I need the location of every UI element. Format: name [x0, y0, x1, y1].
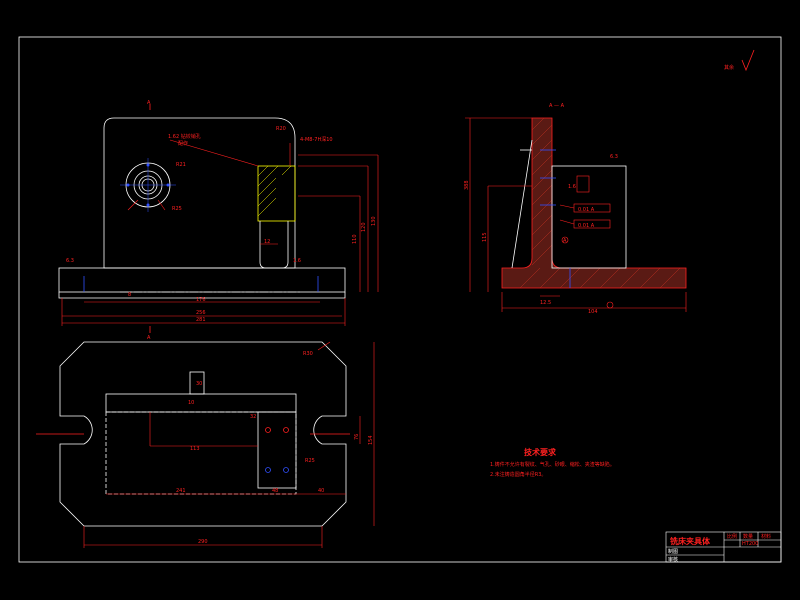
dim-r25c: R25 [305, 458, 315, 464]
surface-finish-symbol: 其余 [724, 49, 755, 72]
top-upright-plate [105, 393, 297, 413]
front-base [58, 267, 346, 293]
surface-finish-label: 其余 [724, 64, 734, 71]
dim-115: 115 [482, 232, 488, 242]
tol-0-01b: 0.01 A [578, 223, 595, 229]
dim-6-3b: 6.3 [610, 154, 618, 160]
title-block-r3: 审核 [668, 556, 678, 563]
title-block-r2: 制图 [668, 548, 678, 555]
dim-8: 8 [128, 292, 131, 298]
dim-r20: R20 [276, 126, 286, 132]
dim-12: 12 [264, 239, 270, 245]
tech-line-1: 1.铸件不允许有裂纹、气孔、砂眼、缩松、夹渣等缺陷。 [490, 461, 615, 468]
top-view [36, 341, 375, 548]
dim-113: 113 [190, 446, 200, 452]
dim-r21: R21 [176, 162, 186, 168]
dim-12-5: 12.5 [540, 300, 551, 306]
title-block-c4: HT200 [742, 541, 758, 547]
datum-a: A [563, 238, 567, 244]
dim-281: 281 [196, 317, 206, 323]
front-bracket-block [257, 165, 296, 222]
dim-120: 120 [361, 222, 367, 232]
dim-130: 130 [371, 216, 377, 226]
dim-32: 32 [250, 414, 256, 420]
tol-0-01a: 0.01 A [578, 207, 595, 213]
dim-154: 154 [368, 435, 374, 445]
tech-heading: 技术要求 [524, 447, 557, 457]
front-base-lower [58, 292, 346, 299]
dim-104: 104 [588, 309, 598, 315]
front-bottom-arrow-label: A [147, 335, 151, 341]
title-block [665, 531, 782, 563]
dim-6-3: 6.3 [66, 258, 74, 264]
dim-1-6: 1.6 [293, 258, 301, 264]
dim-290: 290 [198, 539, 208, 545]
dim-10: 10 [188, 400, 194, 406]
front-view: A [58, 100, 379, 333]
dim-76: 76 [354, 434, 360, 440]
dim-48: 48 [272, 488, 278, 494]
dim-176: 176 [196, 297, 206, 303]
dim-110: 110 [352, 234, 358, 244]
top-hidden-outline [105, 411, 297, 495]
top-bracket [257, 411, 297, 489]
dim-241: 241 [176, 488, 186, 494]
dim-1-6b: 1.6 [568, 184, 576, 190]
front-note-1: 1.62 钻铰销孔 [168, 133, 201, 140]
dim-thread: 4-M8-7H深10 [300, 136, 333, 143]
front-upright-plate [103, 117, 296, 269]
dim-r30: R30 [303, 351, 313, 357]
sheet-border [18, 36, 782, 563]
title-block-c3: 材料 [761, 533, 771, 540]
title-block-name: 铣床夹具体 [670, 536, 711, 546]
front-note-2: 配作 [178, 140, 188, 147]
top-base-outline [59, 341, 347, 527]
dim-30: 30 [196, 381, 202, 387]
dim-256: 256 [196, 310, 206, 316]
side-section-view: A — A [465, 103, 687, 312]
dim-r25: R25 [172, 206, 182, 212]
section-label: A — A [549, 103, 565, 109]
dim-388: 388 [464, 180, 470, 190]
dim-40: 40 [318, 488, 324, 494]
front-top-arrow-label: A [147, 100, 151, 106]
title-block-c1: 比例 [727, 533, 737, 540]
side-section-body [501, 117, 687, 289]
title-block-c2: 数量 [743, 533, 753, 540]
tech-line-2: 2.未注铸造圆角半径R3。 [490, 471, 546, 478]
